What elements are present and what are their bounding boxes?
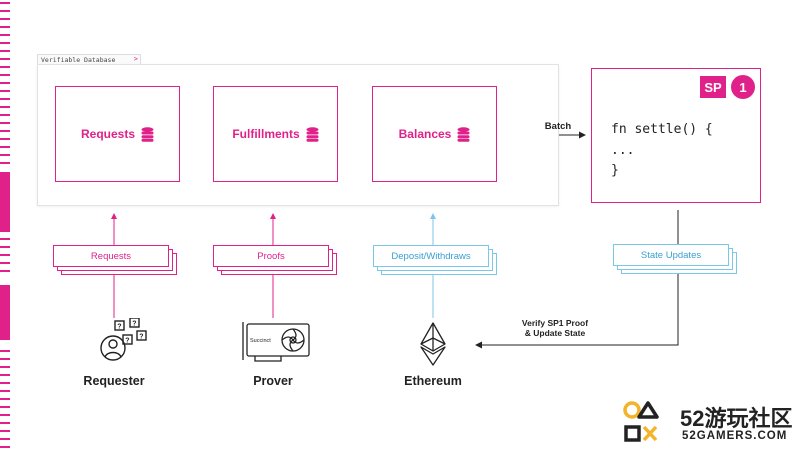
requests-stack: Requests bbox=[53, 245, 177, 275]
ethereum-label: Ethereum bbox=[404, 374, 462, 388]
verify-note-line-1: Verify SP1 Proof bbox=[521, 318, 589, 328]
svg-text:?: ? bbox=[139, 334, 143, 341]
sp1-logo-number: 1 bbox=[731, 75, 755, 99]
code-line-2: ... bbox=[611, 143, 635, 158]
requests-db-label: Requests bbox=[80, 127, 136, 141]
svg-text:?: ? bbox=[117, 324, 121, 331]
balances-db-box: Balances bbox=[372, 86, 497, 182]
database-icon bbox=[457, 126, 470, 142]
database-icon bbox=[141, 126, 154, 142]
deposit-withdraws-stack: Deposit/Withdraws bbox=[373, 245, 497, 275]
verify-note-line-2: & Update State bbox=[524, 328, 586, 338]
proofs-stack-label: Proofs bbox=[257, 250, 285, 262]
verifiable-database-label: Verifiable Database bbox=[41, 55, 116, 64]
playstation-symbols-icon bbox=[623, 401, 659, 442]
requests-db-box: Requests bbox=[55, 86, 180, 182]
requester-icon: ?? ?? bbox=[100, 318, 147, 361]
code-line-1: fn settle() { bbox=[611, 122, 713, 137]
gpu-card-icon: Succinct bbox=[242, 322, 310, 362]
watermark-domain: 52GAMERS.COM bbox=[682, 430, 788, 442]
state-updates-stack: State Updates bbox=[613, 244, 737, 274]
fulfillments-db-box: Fulfillments bbox=[213, 86, 338, 182]
sp1-logo-badge: SP bbox=[700, 76, 726, 98]
balances-db-label: Balances bbox=[398, 127, 452, 141]
tab-arrow-icon: > bbox=[133, 55, 138, 63]
verifiable-database-tab: Verifiable Database > bbox=[37, 54, 141, 64]
batch-label: Batch bbox=[544, 121, 572, 132]
watermark-logo: 52游玩社区 52GAMERS.COM bbox=[622, 399, 792, 449]
proofs-stack: Proofs bbox=[213, 245, 337, 275]
state-updates-stack-label: State Updates bbox=[640, 249, 702, 261]
edge-stripe-decoration bbox=[0, 2, 10, 448]
prover-label: Prover bbox=[253, 374, 293, 388]
requests-stack-label: Requests bbox=[90, 250, 132, 262]
deposit-withdraws-stack-label: Deposit/Withdraws bbox=[391, 250, 471, 262]
gpu-card-brand: Succinct bbox=[250, 338, 271, 344]
watermark-brand: 52游玩社区 bbox=[680, 406, 793, 431]
svg-text:?: ? bbox=[132, 321, 136, 328]
ethereum-icon bbox=[420, 322, 446, 366]
requester-label: Requester bbox=[83, 374, 145, 388]
code-line-3: } bbox=[611, 163, 619, 178]
svg-text:?: ? bbox=[125, 338, 129, 345]
database-icon bbox=[306, 126, 319, 142]
fulfillments-db-label: Fulfillments bbox=[232, 127, 300, 141]
